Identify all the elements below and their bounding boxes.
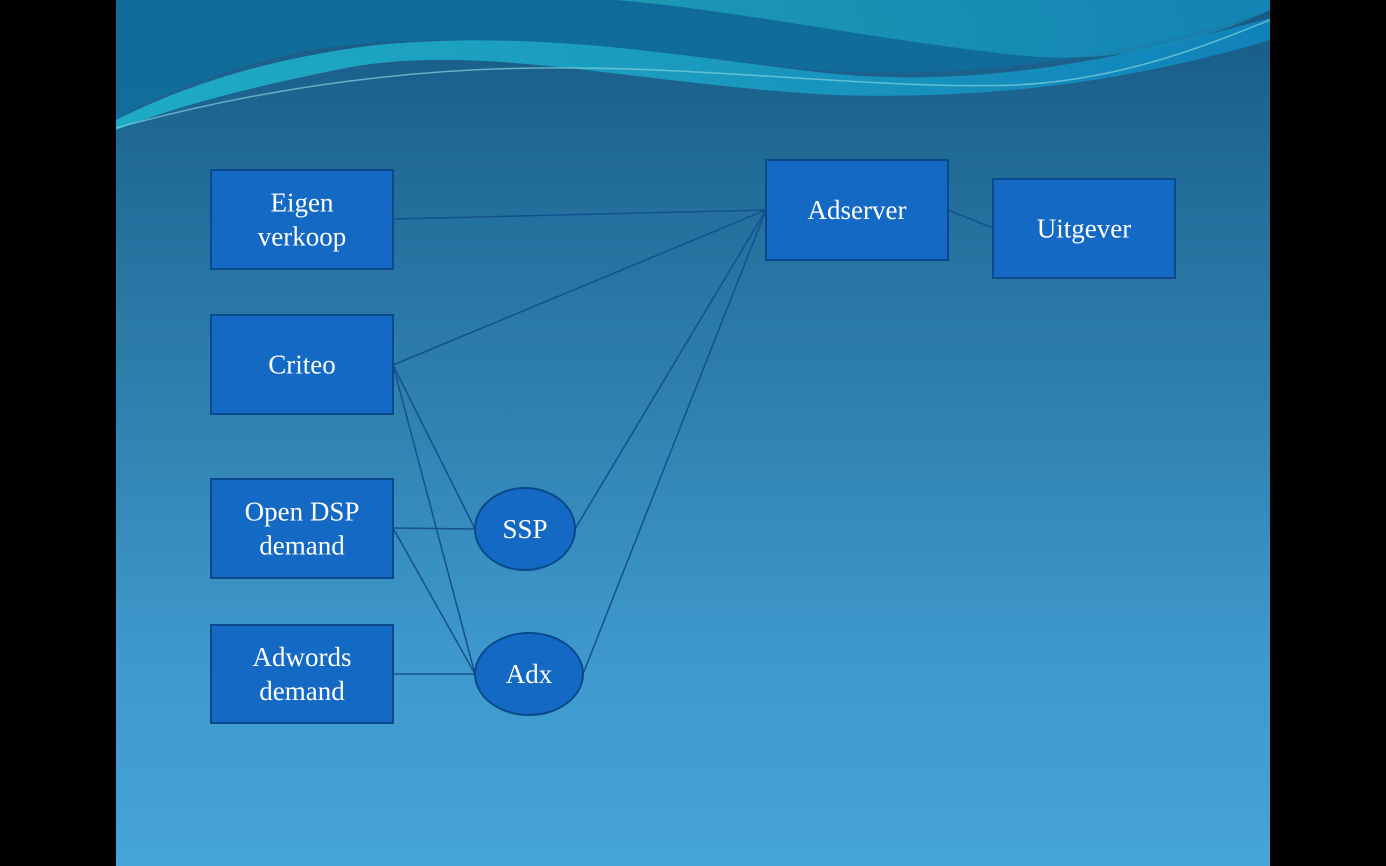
node-open-dsp: Open DSP demand xyxy=(210,478,394,579)
node-open-dsp-label: Open DSP xyxy=(245,497,360,527)
edge-ssp-to-adserver xyxy=(574,209,767,530)
node-ssp-label: SSP xyxy=(502,514,547,544)
node-uitgever-label: Uitgever xyxy=(1037,214,1131,244)
node-ssp-shape xyxy=(474,487,576,571)
node-adwords: Adwords demand xyxy=(210,624,394,724)
edge-open-dsp-to-adx xyxy=(392,527,476,675)
edge-eigen-verkoop-to-adserver xyxy=(392,209,767,220)
edge-adx-to-adserver xyxy=(582,209,767,675)
node-adserver: Adserver xyxy=(765,159,949,261)
edge-adserver-to-uitgever xyxy=(947,209,994,229)
edge-open-dsp-to-ssp xyxy=(392,527,476,530)
edge-criteo-to-adx xyxy=(392,364,476,675)
node-adx-label: Adx xyxy=(506,659,553,689)
node-criteo-label: Criteo xyxy=(268,350,336,380)
node-uitgever-shape xyxy=(992,178,1176,279)
node-adwords-label: demand xyxy=(259,676,345,706)
node-eigen-verkoop: Eigen verkoop xyxy=(210,169,394,270)
node-criteo-shape xyxy=(210,314,394,415)
node-adwords-shape xyxy=(210,624,394,724)
node-eigen-verkoop-shape xyxy=(210,169,394,270)
node-uitgever: Uitgever xyxy=(992,178,1176,279)
node-adwords-label: Adwords xyxy=(253,642,352,672)
node-eigen-verkoop-label: verkoop xyxy=(258,222,346,252)
edge-criteo-to-ssp xyxy=(392,364,476,530)
node-adserver-label: Adserver xyxy=(808,195,907,225)
edges-layer xyxy=(392,209,994,675)
node-open-dsp-shape xyxy=(210,478,394,579)
node-open-dsp-label: demand xyxy=(259,531,345,561)
header-wave-decoration xyxy=(116,0,1270,130)
node-adx-shape xyxy=(474,632,584,716)
edge-criteo-to-adserver xyxy=(392,209,767,366)
node-criteo: Criteo xyxy=(210,314,394,415)
node-adserver-shape xyxy=(765,159,949,261)
node-adx: Adx xyxy=(474,632,584,716)
node-eigen-verkoop-label: Eigen xyxy=(271,188,334,218)
node-ssp: SSP xyxy=(474,487,576,571)
